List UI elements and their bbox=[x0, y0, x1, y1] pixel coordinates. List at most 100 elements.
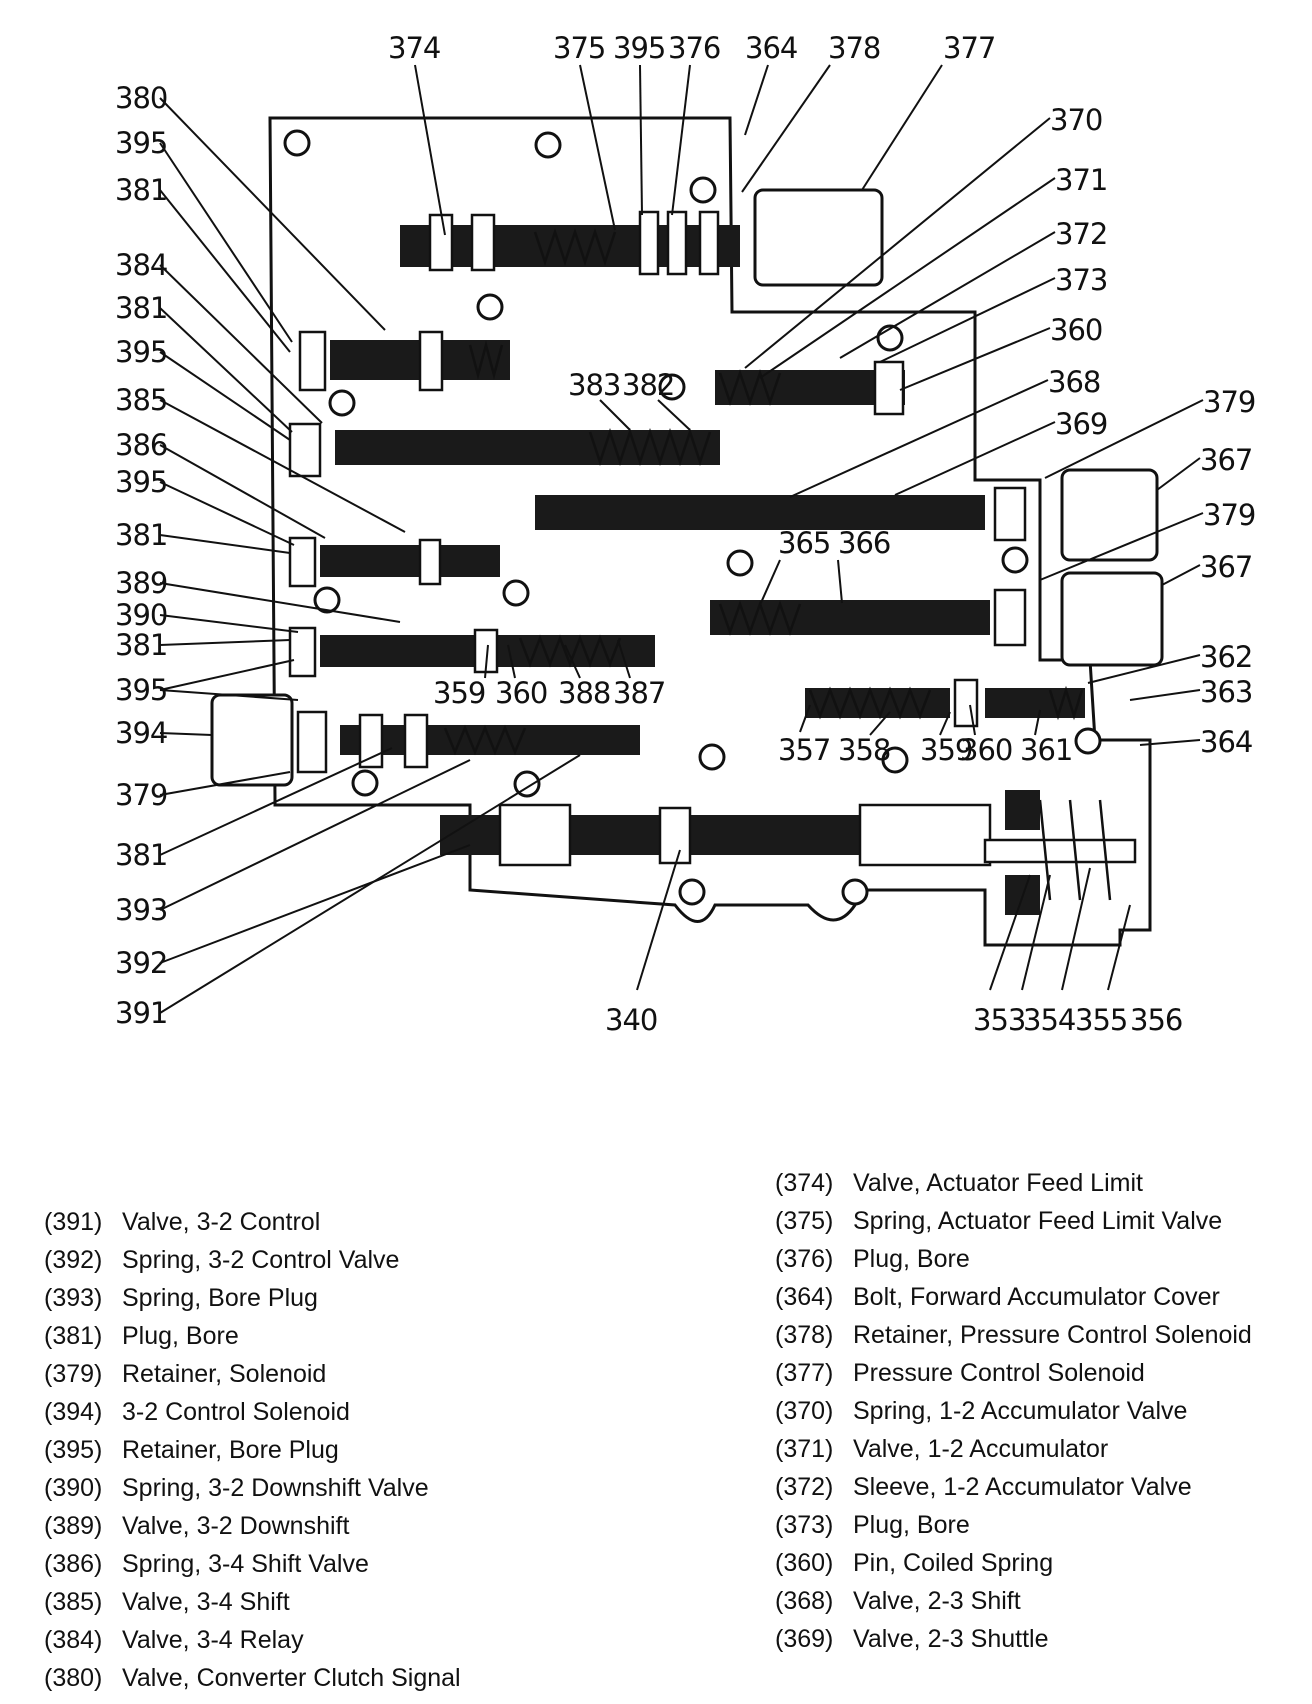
legend-label: Valve, Actuator Feed Limit bbox=[853, 1169, 1143, 1197]
legend-label: Spring, 1-2 Accumulator Valve bbox=[853, 1397, 1188, 1425]
callout-labels: 374 375 395 376 364 378 377 380 395 381 … bbox=[115, 31, 1256, 1037]
legend-label: Spring, 3-2 Downshift Valve bbox=[122, 1474, 429, 1502]
callout-364-top: 364 bbox=[745, 31, 797, 65]
callout-361: 361 bbox=[1020, 733, 1072, 767]
legend-label: 3-2 Control Solenoid bbox=[122, 1398, 350, 1426]
legend-label: Valve, 1-2 Accumulator bbox=[853, 1435, 1109, 1463]
legend-code: (391) bbox=[44, 1208, 103, 1236]
legend-label: Plug, Bore bbox=[853, 1511, 970, 1539]
legend-code: (379) bbox=[44, 1360, 103, 1388]
legend-code: (380) bbox=[44, 1664, 103, 1692]
legend-item: (373) Plug, Bore bbox=[775, 1506, 1252, 1544]
legend-left-column: (391)Valve, 3-2 Control (392) Spring, 3-2 … bbox=[44, 1203, 461, 1697]
legend-label: Spring, Bore Plug bbox=[122, 1284, 318, 1312]
legend-code: (378) bbox=[775, 1321, 834, 1349]
valve-train-368 bbox=[535, 486, 1027, 542]
callout-354: 354 bbox=[1023, 1003, 1075, 1037]
callout-369: 369 bbox=[1055, 407, 1107, 441]
legend-label: Retainer, Bore Plug bbox=[122, 1436, 339, 1464]
legend-code: (376) bbox=[775, 1245, 834, 1273]
callout-376: 376 bbox=[668, 31, 720, 65]
valve-train-340 bbox=[440, 803, 992, 867]
callout-355: 355 bbox=[1075, 1003, 1127, 1037]
callout-379-b: 379 bbox=[1203, 498, 1255, 532]
legend-item: (371)Valve, 1-2 Accumulator bbox=[775, 1430, 1252, 1468]
callout-391: 391 bbox=[115, 996, 167, 1030]
callout-360-a: 360 bbox=[1050, 313, 1102, 347]
legend-label: Bolt, Forward Accumulator Cover bbox=[853, 1283, 1220, 1311]
legend-label: Plug, Bore bbox=[122, 1322, 239, 1350]
legend-code: (377) bbox=[775, 1359, 834, 1387]
callout-380: 380 bbox=[115, 81, 167, 115]
legend-label: Pressure Control Solenoid bbox=[853, 1359, 1145, 1387]
legend-code: (381) bbox=[44, 1322, 103, 1350]
legend-label: Spring, Actuator Feed Limit Valve bbox=[853, 1207, 1223, 1235]
legend-code: (364) bbox=[775, 1283, 834, 1311]
callout-340: 340 bbox=[605, 1003, 657, 1037]
callout-395-d: 395 bbox=[115, 673, 167, 707]
pressure-control-solenoid bbox=[753, 188, 884, 287]
callout-381-c: 381 bbox=[115, 518, 167, 552]
callout-387: 387 bbox=[613, 676, 665, 710]
legend-item: (370)Spring, 1-2 Accumulator Valve bbox=[775, 1392, 1252, 1430]
legend-code: (369) bbox=[775, 1625, 834, 1653]
legend-label: Valve, 3-2 Downshift bbox=[122, 1512, 350, 1540]
legend-code: (392) bbox=[44, 1246, 103, 1274]
legend-code: (375) bbox=[775, 1207, 834, 1235]
legend-code: (389) bbox=[44, 1512, 103, 1540]
legend-code: (373) bbox=[775, 1511, 834, 1539]
callout-367-b: 367 bbox=[1200, 550, 1252, 584]
callout-363: 363 bbox=[1200, 675, 1252, 709]
callout-371: 371 bbox=[1055, 163, 1107, 197]
callout-381-b: 381 bbox=[115, 291, 167, 325]
legend-label: Valve, 3-4 Relay bbox=[122, 1626, 304, 1654]
legend-item: (394)3-2 Control Solenoid bbox=[44, 1393, 461, 1431]
legend-right-column: (374)Valve, Actuator Feed Limit(375)Spri… bbox=[775, 1164, 1252, 1658]
legend-item: (391)Valve, 3-2 Control bbox=[44, 1203, 461, 1241]
callout-368: 368 bbox=[1048, 365, 1100, 399]
legend-item: (375) Spring, Actuator Feed Limit Valve bbox=[775, 1202, 1252, 1240]
callout-393: 393 bbox=[115, 893, 167, 927]
legend-item: (385)Valve, 3-4 Shift bbox=[44, 1583, 461, 1621]
callout-389: 389 bbox=[115, 566, 167, 600]
valve-train-391 bbox=[296, 710, 640, 774]
callout-379-left: 379 bbox=[115, 778, 167, 812]
callout-390: 390 bbox=[115, 598, 167, 632]
legend-code: (384) bbox=[44, 1626, 103, 1654]
callout-365: 365 bbox=[778, 526, 830, 560]
legend-item: (386)Spring, 3-4 Shift Valve bbox=[44, 1545, 461, 1583]
legend-code: (395) bbox=[44, 1436, 103, 1464]
legend-code: (390) bbox=[44, 1474, 103, 1502]
callout-377: 377 bbox=[943, 31, 995, 65]
callout-357: 357 bbox=[778, 733, 830, 767]
callout-381-e: 381 bbox=[115, 838, 167, 872]
callout-359-b: 359 bbox=[920, 733, 972, 767]
callout-384: 384 bbox=[115, 248, 167, 282]
callout-374: 374 bbox=[388, 31, 440, 65]
legend-label: Retainer, Solenoid bbox=[122, 1360, 327, 1388]
callout-364-right: 364 bbox=[1200, 725, 1252, 759]
legend-item: (389) Valve, 3-2 Downshift bbox=[44, 1507, 461, 1545]
valve-train-357 bbox=[805, 678, 1085, 728]
legend-label: Valve, 2-3 Shuttle bbox=[853, 1625, 1049, 1653]
legend-label: Valve, Converter Clutch Signal bbox=[122, 1664, 461, 1692]
callout-375: 375 bbox=[553, 31, 605, 65]
callout-359-a: 359 bbox=[433, 676, 485, 710]
leader-lines bbox=[159, 64, 1204, 1014]
legend-label: Valve, 2-3 Shift bbox=[853, 1587, 1021, 1615]
legend-label: Spring, 3-2 Control Valve bbox=[122, 1246, 400, 1274]
mounting-holes bbox=[283, 129, 1102, 906]
callout-392: 392 bbox=[115, 946, 167, 980]
legend-item: (369) Valve, 2-3 Shuttle bbox=[775, 1620, 1252, 1658]
valve-body-diagram: 374 375 395 376 364 378 377 380 395 381 … bbox=[115, 31, 1256, 1037]
valve-train-385 bbox=[288, 422, 720, 478]
callout-395-top: 395 bbox=[613, 31, 665, 65]
legend-code: (386) bbox=[44, 1550, 103, 1578]
legend-item: (379) Retainer, Solenoid bbox=[44, 1355, 461, 1393]
legend-item: (393) Spring, Bore Plug bbox=[44, 1279, 461, 1317]
legend-code: (393) bbox=[44, 1284, 103, 1312]
callout-381-a: 381 bbox=[115, 173, 167, 207]
callout-360-c: 360 bbox=[960, 733, 1012, 767]
callout-381-d: 381 bbox=[115, 628, 167, 662]
callout-394: 394 bbox=[115, 716, 167, 750]
